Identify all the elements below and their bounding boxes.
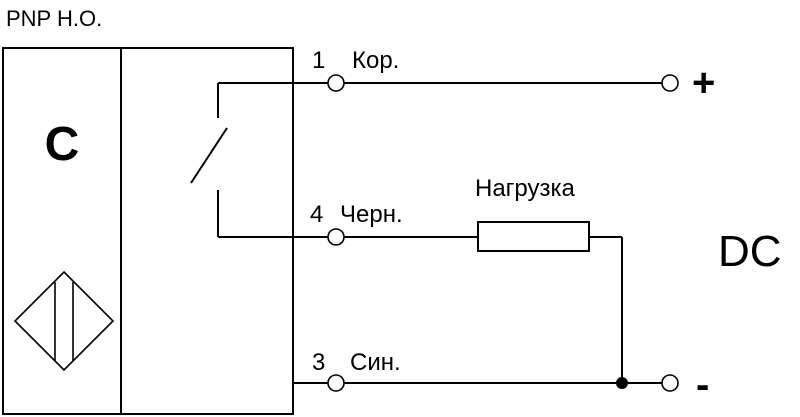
wire-1-number: 1 — [312, 47, 325, 74]
supply-minus-sign: - — [696, 363, 709, 407]
diagram-title: PNP Н.О. — [6, 6, 102, 31]
junction-dot-icon — [616, 377, 628, 389]
sensor-body: С — [2, 47, 294, 415]
load-resistor-icon — [477, 221, 590, 252]
wire-4-number: 4 — [310, 201, 323, 228]
terminal-1-icon — [327, 74, 345, 92]
supply-minus-terminal-icon — [661, 374, 679, 392]
supply-plus-terminal-icon — [661, 74, 679, 92]
wire-3-number: 3 — [312, 349, 325, 376]
wire-3-color: Син. — [350, 349, 401, 376]
supply-dc-label: DC — [718, 227, 782, 276]
sensor-type-letter: С — [45, 118, 80, 171]
sensing-element-icon — [13, 270, 115, 372]
wire-4-color: Черн. — [340, 201, 403, 228]
supply-plus-sign: + — [692, 61, 715, 105]
switch-contact — [190, 82, 293, 238]
terminal-3-icon — [327, 374, 345, 392]
wire-4-line — [293, 236, 623, 383]
terminal-4-icon — [327, 228, 345, 246]
load-label: Нагрузка — [475, 175, 576, 202]
sensor-outline — [2, 47, 294, 415]
wire-1-color: Кор. — [352, 47, 399, 74]
